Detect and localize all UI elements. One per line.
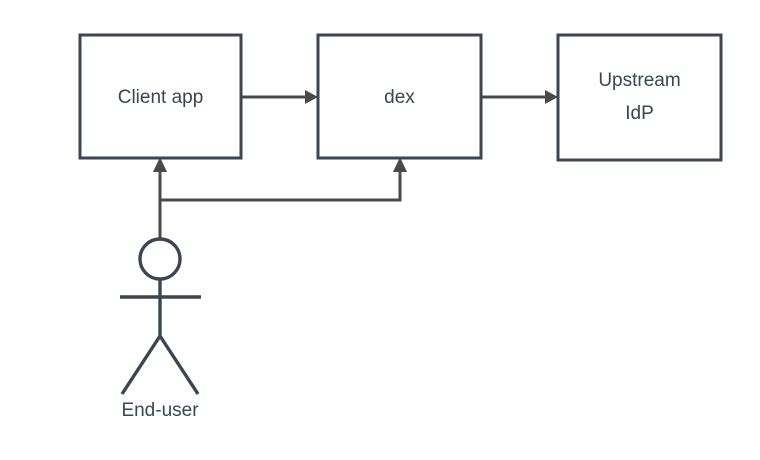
node-client-app[interactable]: Client app [78,33,243,160]
actor-head-icon [138,237,182,281]
actor-right-leg-line [158,335,200,395]
edge-client-app-to-dex[interactable] [241,90,318,104]
actor-label-end-user: End-user [121,400,199,421]
arrow-head-client-app-to-dex [305,90,318,104]
edge-line-end-user-to-dex [160,168,402,202]
node-label-upstream-idp-line2: IdP [625,103,654,124]
edge-end-user-to-client-app[interactable] [153,157,167,240]
node-label-dex: dex [384,87,415,108]
arrow-head-end-user-to-dex [393,157,407,172]
node-dex[interactable]: dex [316,33,483,160]
node-label-client-app: Client app [118,87,204,108]
node-box-dex [316,33,483,160]
edge-dex-to-upstream-idp[interactable] [481,90,558,104]
node-box-upstream-idp [556,33,723,162]
actor-left-leg-line [120,335,162,395]
arrow-head-dex-to-upstream-idp [545,90,558,104]
node-label-upstream-idp-line1: Upstream [598,70,680,91]
edge-end-user-to-dex[interactable] [160,157,407,202]
actor-end-user[interactable]: End-user [120,237,201,421]
node-upstream-idp[interactable]: Upstream IdP [556,33,723,162]
arrow-head-end-user-to-client-app [153,157,167,172]
node-box-client-app [78,33,243,160]
